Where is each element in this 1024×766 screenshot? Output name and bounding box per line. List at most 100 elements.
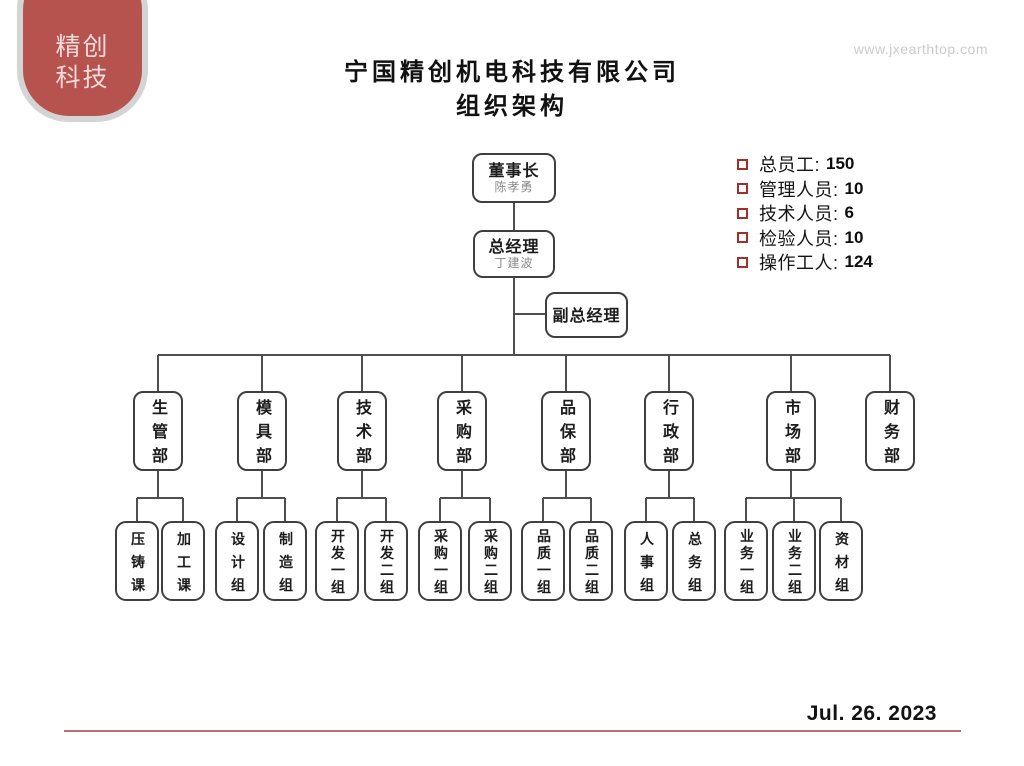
stat-row-1: 总员工:150 xyxy=(737,152,873,177)
connector-line xyxy=(157,355,159,391)
general-manager-name: 丁建波 xyxy=(494,256,534,270)
subgroup-box-1-2-label: 加工课 xyxy=(175,531,191,600)
connector-line xyxy=(543,497,591,499)
dept-box-2-label: 模具部 xyxy=(253,399,272,471)
connector-line xyxy=(590,498,592,521)
connector-line xyxy=(513,278,515,355)
watermark-url: www.jxearthtop.com xyxy=(853,41,988,57)
subgroup-box-5-2-label: 品质二组 xyxy=(583,528,599,597)
connector-line xyxy=(136,498,138,521)
subgroup-box-3-1-label: 开发一组 xyxy=(329,528,345,597)
connector-line xyxy=(361,355,363,391)
subgroup-box-5-1-label: 品质一组 xyxy=(535,528,551,597)
subgroup-box-2-1: 设计组 xyxy=(215,521,259,601)
dept-box-8-label: 财务部 xyxy=(881,399,900,471)
footer-divider-line xyxy=(64,730,961,732)
chairman-box: 董事长 陈孝勇 xyxy=(472,153,556,203)
dept-box-1: 生管部 xyxy=(133,391,183,471)
subgroup-box-7-3: 资材组 xyxy=(819,521,863,601)
subgroup-box-4-1: 采购一组 xyxy=(418,521,462,601)
deputy-general-manager-title: 副总经理 xyxy=(552,305,621,325)
connector-line xyxy=(337,497,386,499)
chairman-name: 陈孝勇 xyxy=(494,180,534,194)
stat-value: 10 xyxy=(844,227,864,247)
subgroup-box-7-1-label: 业务一组 xyxy=(738,528,754,597)
connector-line xyxy=(645,498,647,521)
connector-line xyxy=(542,498,544,521)
stat-row-5: 操作工人:124 xyxy=(737,250,873,275)
company-logo-badge: 精创 科技 xyxy=(17,0,148,122)
connector-line xyxy=(790,471,792,498)
connector-line xyxy=(745,498,747,521)
slide-date: Jul. 26. 2023 xyxy=(806,702,937,725)
subgroup-box-3-1: 开发一组 xyxy=(315,521,359,601)
connector-line xyxy=(668,471,670,498)
general-manager-title: 总经理 xyxy=(488,237,540,256)
subgroup-box-2-2-label: 制造组 xyxy=(277,531,293,600)
connector-line xyxy=(790,355,792,391)
stat-label: 管理人员: xyxy=(759,179,839,200)
dept-box-3-label: 技术部 xyxy=(353,399,372,471)
page-title-line2: 组织架构 xyxy=(456,93,568,120)
chairman-title: 董事长 xyxy=(488,161,540,180)
general-manager-box: 总经理 丁建波 xyxy=(473,230,555,278)
subgroup-box-4-2-label: 采购二组 xyxy=(482,528,498,597)
connector-line xyxy=(439,498,441,521)
subgroup-box-4-1-label: 采购一组 xyxy=(432,528,448,597)
connector-line xyxy=(440,497,490,499)
dept-box-2: 模具部 xyxy=(237,391,287,471)
page-title: 宁国精创机电科技有限公司 组织架构 xyxy=(0,56,1024,124)
subgroup-box-1-2: 加工课 xyxy=(161,521,205,601)
connector-line xyxy=(565,355,567,391)
subgroup-box-4-2: 采购二组 xyxy=(468,521,512,601)
connector-line xyxy=(793,498,795,521)
subgroup-box-1-1: 压铸课 xyxy=(115,521,159,601)
connector-line xyxy=(158,354,890,356)
connector-line xyxy=(646,497,694,499)
connector-line xyxy=(336,498,338,521)
subgroup-box-3-2: 开发二组 xyxy=(364,521,408,601)
connector-line xyxy=(840,498,842,521)
dept-box-6: 行政部 xyxy=(644,391,694,471)
subgroup-box-3-2-label: 开发二组 xyxy=(378,528,394,597)
red-square-bullet-icon xyxy=(737,232,748,244)
stat-row-4: 检验人员:10 xyxy=(737,226,873,251)
dept-box-5: 品保部 xyxy=(541,391,591,471)
stat-row-3: 技术人员:6 xyxy=(737,201,873,226)
stat-label: 检验人员: xyxy=(759,228,839,249)
dept-box-8: 财务部 xyxy=(865,391,915,471)
dept-box-6-label: 行政部 xyxy=(660,399,679,471)
subgroup-box-7-2: 业务二组 xyxy=(772,521,816,601)
subgroup-box-5-1: 品质一组 xyxy=(521,521,565,601)
connector-line xyxy=(137,497,183,499)
dept-box-3: 技术部 xyxy=(337,391,387,471)
subgroup-box-5-2: 品质二组 xyxy=(569,521,613,601)
connector-line xyxy=(514,313,545,315)
subgroup-box-2-1-label: 设计组 xyxy=(229,531,245,600)
connector-line xyxy=(261,355,263,391)
red-square-bullet-icon xyxy=(737,256,748,268)
connector-line xyxy=(237,497,285,499)
connector-line xyxy=(182,498,184,521)
connector-line xyxy=(236,498,238,521)
connector-line xyxy=(261,471,263,498)
dept-box-5-label: 品保部 xyxy=(557,399,576,471)
connector-line xyxy=(693,498,695,521)
stat-value: 124 xyxy=(844,252,873,272)
connector-line xyxy=(385,498,387,521)
subgroup-box-1-1-label: 压铸课 xyxy=(129,531,145,600)
connector-line xyxy=(284,498,286,521)
subgroup-box-6-2-label: 总务组 xyxy=(686,531,702,600)
dept-box-7: 市场部 xyxy=(766,391,816,471)
connector-line xyxy=(513,203,515,230)
stat-row-2: 管理人员:10 xyxy=(737,177,873,202)
red-square-bullet-icon xyxy=(737,158,748,170)
logo-text-line2: 科技 xyxy=(55,64,110,92)
stat-label: 总员工: xyxy=(759,155,821,176)
connector-line xyxy=(157,471,159,498)
subgroup-box-7-2-label: 业务二组 xyxy=(786,528,802,597)
stat-value: 6 xyxy=(844,203,854,223)
subgroup-box-6-1-label: 人事组 xyxy=(638,531,654,600)
red-square-bullet-icon xyxy=(737,183,748,195)
